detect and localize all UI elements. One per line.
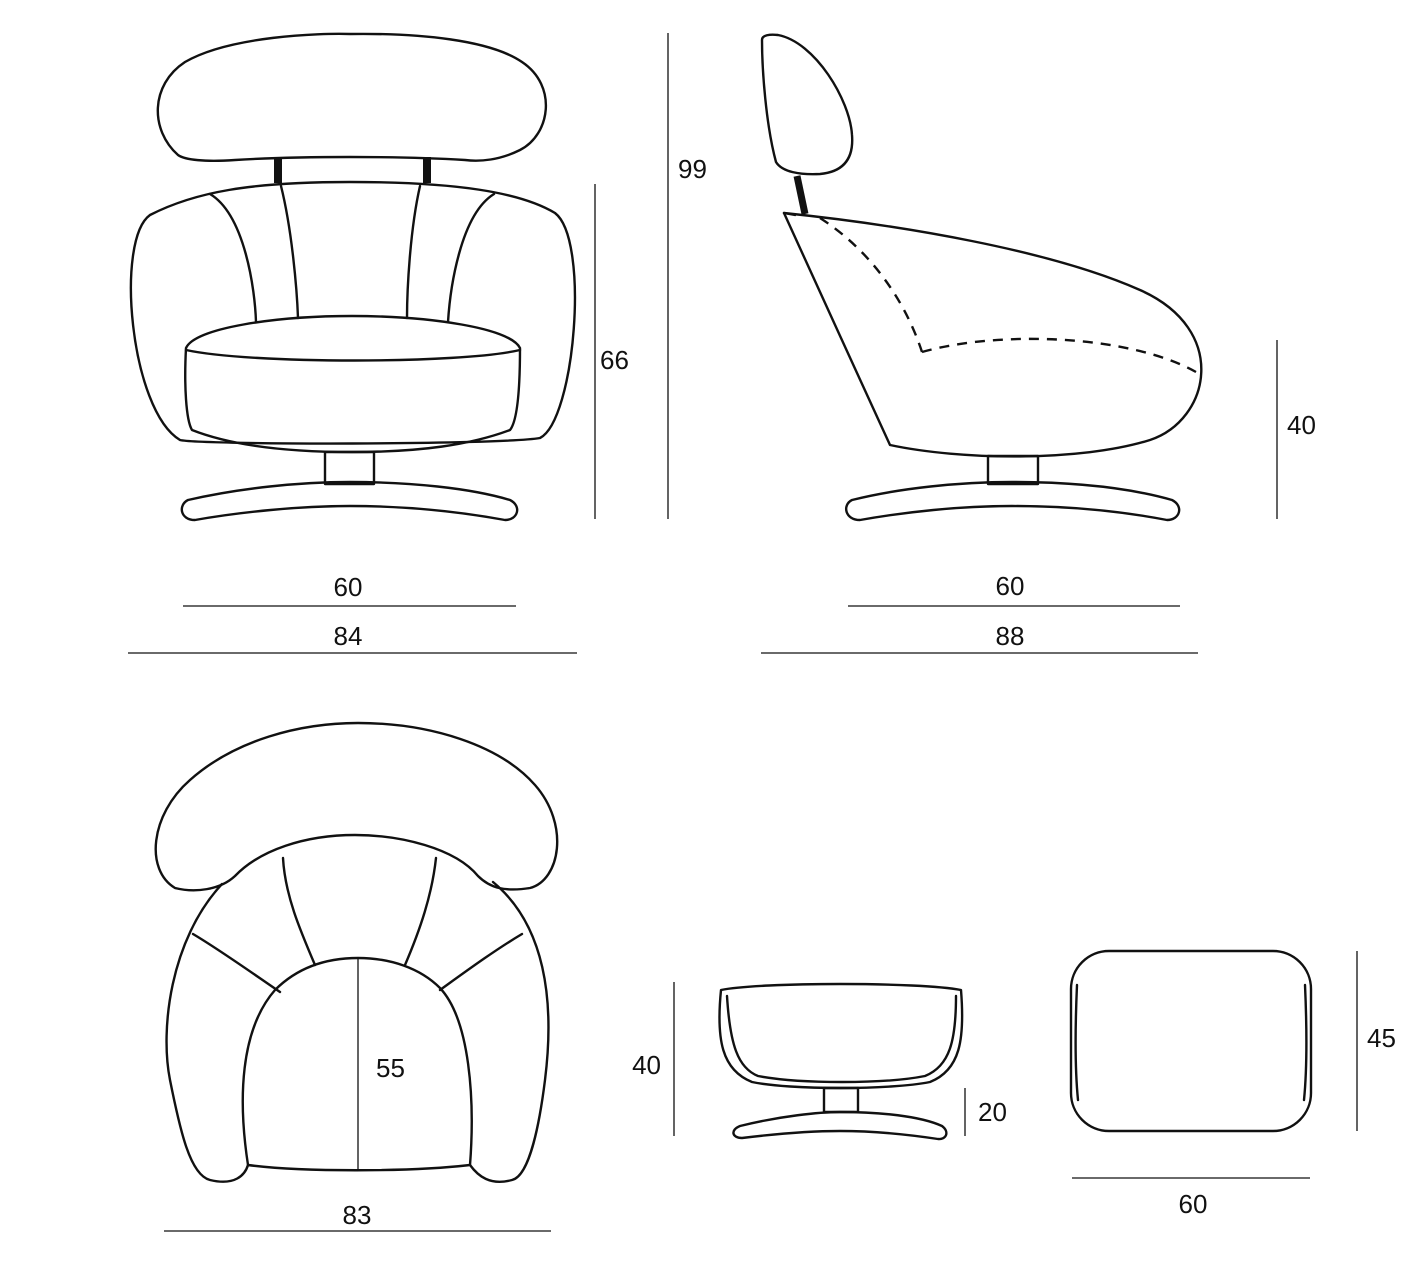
label-ottoman-height: 40 — [632, 1050, 661, 1080]
ottoman-bowl — [718, 982, 964, 1090]
ottoman-swivel-post — [822, 1086, 860, 1114]
top-body — [165, 880, 550, 1183]
label-side-seat-height: 40 — [1287, 410, 1316, 440]
label-ottoman-top-depth: 45 — [1367, 1023, 1396, 1053]
ottoman-top-edge-left — [1074, 983, 1080, 1102]
label-side-width-base: 60 — [996, 571, 1025, 601]
top-seam-3 — [403, 856, 438, 967]
ottoman-top-edge-right — [1302, 983, 1308, 1102]
label-ottoman-top-width: 60 — [1179, 1189, 1208, 1219]
front-headrest — [156, 32, 547, 162]
ottoman-side-view — [673, 982, 966, 1141]
front-back-seam-3 — [405, 184, 422, 320]
top-seam-4 — [438, 932, 524, 992]
side-seat-dash-back — [819, 216, 924, 353]
top-seam-1 — [191, 932, 282, 994]
front-back-seam-1 — [208, 192, 258, 324]
front-back-seam-4 — [446, 192, 496, 324]
label-side-depth-total: 88 — [996, 621, 1025, 651]
front-base-foot — [180, 480, 519, 522]
label-front-height-back: 66 — [600, 345, 629, 375]
side-seat-dash-seat — [921, 337, 1197, 374]
side-shell-front — [782, 211, 797, 217]
top-view — [154, 721, 559, 1232]
label-ottoman-base-height: 20 — [978, 1097, 1007, 1127]
front-back-shell — [129, 180, 577, 445]
label-front-width-base: 60 — [334, 572, 363, 602]
label-front-height-total: 99 — [678, 154, 707, 184]
ottoman-top-outline — [1069, 949, 1313, 1133]
ottoman-base-foot — [732, 1110, 948, 1141]
label-front-width-total: 84 — [334, 621, 363, 651]
front-seat-cushion — [184, 314, 522, 454]
front-headrest-post-left — [274, 157, 282, 183]
ottoman-bowl-inner — [725, 994, 958, 1084]
side-shell — [782, 211, 1203, 458]
front-headrest-post-right — [423, 157, 431, 183]
ottoman-top-view — [1069, 949, 1358, 1179]
side-headrest — [760, 33, 854, 176]
side-base-foot — [844, 480, 1181, 522]
label-top-seat-depth: 55 — [376, 1053, 405, 1083]
front-view — [128, 32, 669, 654]
label-top-width: 83 — [343, 1200, 372, 1230]
front-seat-edge — [184, 348, 522, 362]
side-headrest-post — [793, 175, 809, 215]
top-seam-2 — [281, 856, 317, 967]
side-view — [760, 33, 1278, 654]
dimension-labels: 99 66 60 84 40 60 88 83 55 40 20 45 60 — [334, 154, 1396, 1230]
top-headrest — [154, 721, 559, 892]
front-back-seam-2 — [279, 184, 300, 320]
front-swivel-post — [323, 450, 376, 486]
side-swivel-post — [986, 454, 1040, 486]
